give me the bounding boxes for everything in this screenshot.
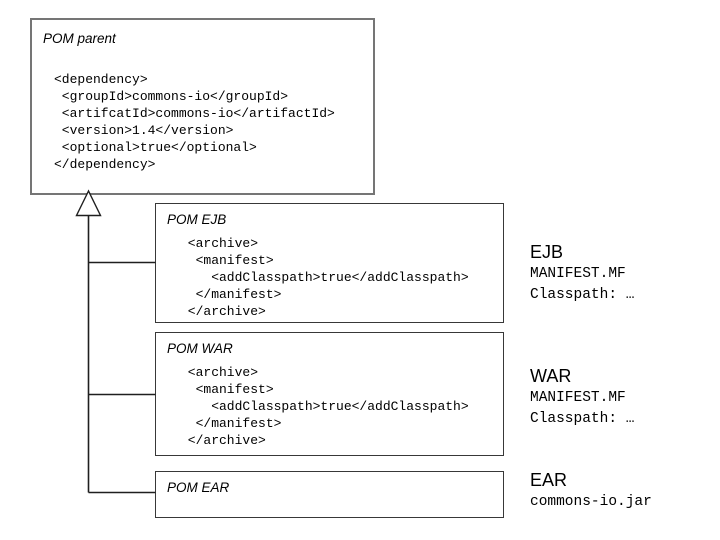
pom-ejb-code: <archive> <manifest> <addClasspath>true<… [187,236,469,319]
annotation-ejb: EJB MANIFEST.MF Classpath: … [530,242,634,305]
annotation-war-heading: WAR [530,366,572,386]
annotation-war-line: MANIFEST.MF [530,390,626,406]
pom-war-box: POM WAR <archive> <manifest> <addClasspa… [155,332,504,456]
pom-parent-box: POM parent <dependency> <groupId>commons… [30,18,375,195]
pom-ear-box: POM EAR [155,471,504,518]
annotation-ear-heading: EAR [530,470,568,490]
annotation-ejb-heading: EJB [530,242,564,262]
pom-ear-title: POM EAR [167,480,230,495]
annotation-war: WAR MANIFEST.MF Classpath: … [530,366,634,429]
annotation-ear: EAR commons-io.jar [530,470,652,513]
annotation-war-line: Classpath: … [530,410,635,427]
pom-ejb-box: POM EJB <archive> <manifest> <addClasspa… [155,203,504,323]
annotation-ejb-line: Classpath: … [530,286,635,303]
annotation-ear-line: commons-io.jar [530,494,652,510]
pom-parent-code: <dependency> <groupId>commons-io</groupI… [54,72,335,172]
pom-war-code: <archive> <manifest> <addClasspath>true<… [187,365,469,448]
pom-ejb-title: POM EJB [167,212,227,227]
pom-war-title: POM WAR [167,341,233,356]
annotation-ejb-line: MANIFEST.MF [530,266,626,282]
pom-parent-title: POM parent [43,31,116,46]
